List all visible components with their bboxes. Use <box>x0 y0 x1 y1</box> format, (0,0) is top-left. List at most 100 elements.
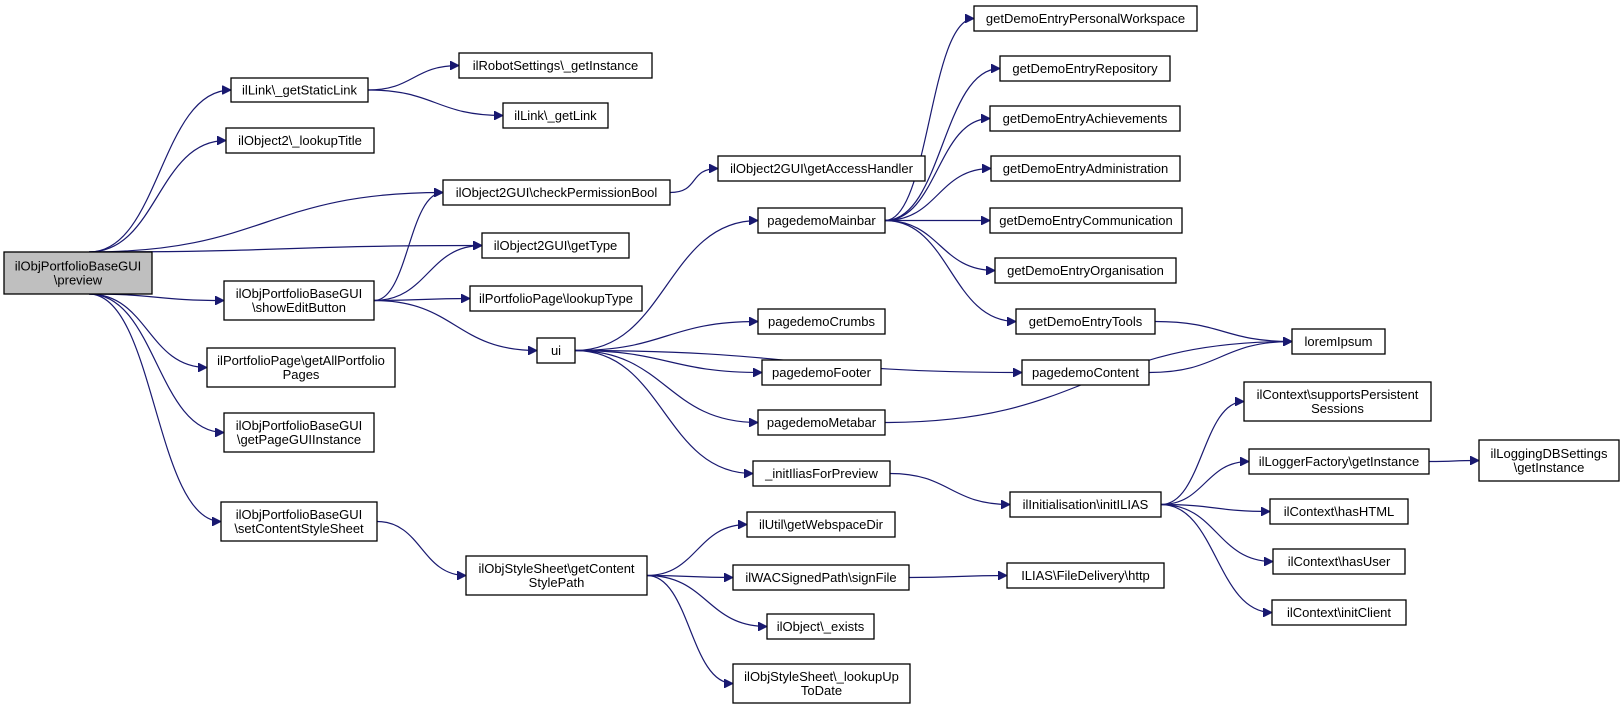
node-communication[interactable]: getDemoEntryCommunication <box>989 207 1183 234</box>
node-label: ilLink\_getLink <box>514 108 597 123</box>
edge-pagedemo-mainbar-to-personal-workspace <box>884 19 974 222</box>
edge-ui-to-pagedemo-mainbar <box>574 221 758 352</box>
node-has-html[interactable]: ilContext\hasHTML <box>1269 498 1409 525</box>
node-organisation[interactable]: getDemoEntryOrganisation <box>994 257 1177 284</box>
node-label: ilObjPortfolioBaseGUI <box>236 286 362 301</box>
edge-root-to-get-type <box>88 246 482 253</box>
edge-init-ilias-for-preview-to-init-ilias <box>889 472 1010 505</box>
node-pagedemo-mainbar[interactable]: pagedemoMainbar <box>757 207 886 234</box>
node-box <box>469 285 643 312</box>
node-repository[interactable]: getDemoEntryRepository <box>999 55 1171 82</box>
edge-ui-to-init-ilias-for-preview <box>574 349 753 474</box>
edge-root-to-check-permission-bool <box>88 193 443 253</box>
edge-check-permission-bool-to-get-access-handler <box>669 169 718 194</box>
edge-root-to-lookup-title <box>88 141 226 253</box>
node-label: \getInstance <box>1514 460 1585 475</box>
edge-show-edit-button-to-get-type <box>373 246 482 302</box>
node-label: ilObjPortfolioBaseGUI <box>236 507 362 522</box>
node-label: ilObject\_exists <box>777 619 865 634</box>
node-box <box>220 501 378 542</box>
edge-sign-file-to-file-delivery-http <box>908 576 1007 578</box>
edge-show-edit-button-to-check-permission-bool <box>373 193 444 302</box>
node-has-user[interactable]: ilContext\hasUser <box>1272 548 1406 575</box>
node-box <box>1269 498 1409 525</box>
node-box <box>230 77 369 103</box>
node-label: pagedemoMetabar <box>767 415 877 430</box>
node-lookup-title[interactable]: ilObject2\_lookupTitle <box>225 127 375 154</box>
node-label: ilPortfolioPage\lookupType <box>479 291 633 306</box>
node-init-client[interactable]: ilContext\initClient <box>1271 599 1407 626</box>
node-label: ilPortfolioPage\getAllPortfolio <box>217 353 385 368</box>
node-lookup-type[interactable]: ilPortfolioPage\lookupType <box>469 285 643 312</box>
node-label: \getPageGUIInstance <box>237 432 361 447</box>
node-set-content-style-sheet[interactable]: ilObjPortfolioBaseGUI\setContentStyleShe… <box>220 501 378 542</box>
edge-show-edit-button-to-ui <box>373 299 537 351</box>
node-box <box>1243 381 1432 422</box>
node-label: ilObject2GUI\getAccessHandler <box>730 161 913 176</box>
node-label: getDemoEntryAchievements <box>1003 111 1168 126</box>
node-box <box>757 308 886 335</box>
node-ui[interactable]: ui <box>536 337 576 364</box>
node-file-delivery-http[interactable]: ILIAS\FileDelivery\http <box>1006 562 1165 589</box>
node-label: ilLoggingDBSettings <box>1490 446 1608 461</box>
edge-ui-to-pagedemo-metabar <box>574 349 758 423</box>
node-sign-file[interactable]: ilWACSignedPath\signFile <box>732 564 910 591</box>
node-label: ilLink\_getStaticLink <box>242 83 357 98</box>
node-show-edit-button[interactable]: ilObjPortfolioBaseGUI\showEditButton <box>223 280 375 321</box>
node-lorem-ipsum[interactable]: loremIpsum <box>1291 328 1386 355</box>
node-label: ILIAS\FileDelivery\http <box>1021 568 1150 583</box>
node-tools[interactable]: getDemoEntryTools <box>1015 308 1156 335</box>
node-box <box>1021 359 1150 386</box>
edge-get-content-style-path-to-get-webspace-dir <box>646 525 747 577</box>
node-label: ilContext\initClient <box>1287 605 1391 620</box>
node-box <box>989 105 1181 132</box>
node-box <box>752 460 891 487</box>
node-box <box>1291 328 1386 355</box>
node-label: ilLoggerFactory\getInstance <box>1259 454 1419 469</box>
node-logger-get-instance[interactable]: ilLoggerFactory\getInstance <box>1248 448 1430 475</box>
node-pagedemo-crumbs[interactable]: pagedemoCrumbs <box>757 308 886 335</box>
node-box <box>766 613 875 640</box>
node-label: ToDate <box>801 683 842 698</box>
edge-pagedemo-mainbar-to-tools <box>884 219 1016 322</box>
edge-pagedemo-mainbar-to-organisation <box>884 219 995 271</box>
node-pagedemo-metabar[interactable]: pagedemoMetabar <box>757 409 886 436</box>
node-label: getDemoEntryCommunication <box>999 213 1172 228</box>
node-get-page-guiinstance[interactable]: ilObjPortfolioBaseGUI\getPageGUIInstance <box>223 412 375 453</box>
node-label: Sessions <box>1311 401 1364 416</box>
node-object-exists[interactable]: ilObject\_exists <box>766 613 875 640</box>
node-label: pagedemoCrumbs <box>768 314 875 329</box>
node-get-access-handler[interactable]: ilObject2GUI\getAccessHandler <box>717 155 926 182</box>
edge-pagedemo-mainbar-to-achievements <box>884 119 990 222</box>
node-label: ilObjStyleSheet\getContent <box>478 561 634 576</box>
node-administration[interactable]: getDemoEntryAdministration <box>990 155 1181 182</box>
edge-init-ilias-to-init-client <box>1160 503 1272 613</box>
node-get-webspace-dir[interactable]: ilUtil\getWebspaceDir <box>746 511 896 538</box>
node-get-type[interactable]: ilObject2GUI\getType <box>481 232 630 259</box>
node-init-ilias-for-preview[interactable]: _initIliasForPreview <box>752 460 891 487</box>
node-get-link[interactable]: ilLink\_getLink <box>502 102 609 129</box>
node-label: getDemoEntryOrganisation <box>1007 263 1164 278</box>
node-personal-workspace[interactable]: getDemoEntryPersonalWorkspace <box>973 5 1198 32</box>
node-pagedemo-content[interactable]: pagedemoContent <box>1021 359 1150 386</box>
node-get-static-link[interactable]: ilLink\_getStaticLink <box>230 77 369 103</box>
node-init-ilias[interactable]: ilInitialisation\initILIAS <box>1009 491 1162 518</box>
edge-root-to-get-static-link <box>88 90 231 253</box>
node-box <box>481 232 630 259</box>
node-label: ilContext\supportsPersistent <box>1257 387 1419 402</box>
node-logging-dbget-instance[interactable]: ilLoggingDBSettings\getInstance <box>1478 439 1620 482</box>
node-box <box>746 511 896 538</box>
node-label: pagedemoContent <box>1032 365 1139 380</box>
node-pagedemo-footer[interactable]: pagedemoFooter <box>761 359 882 386</box>
node-root[interactable]: ilObjPortfolioBaseGUI\preview <box>3 251 153 295</box>
node-robot-get-instance[interactable]: ilRobotSettings\_getInstance <box>458 52 653 79</box>
node-label: ilObjPortfolioBaseGUI <box>15 259 141 274</box>
node-achievements[interactable]: getDemoEntryAchievements <box>989 105 1181 132</box>
node-check-permission-bool[interactable]: ilObject2GUI\checkPermissionBool <box>442 179 671 206</box>
edge-pagedemo-mainbar-to-administration <box>884 169 991 222</box>
